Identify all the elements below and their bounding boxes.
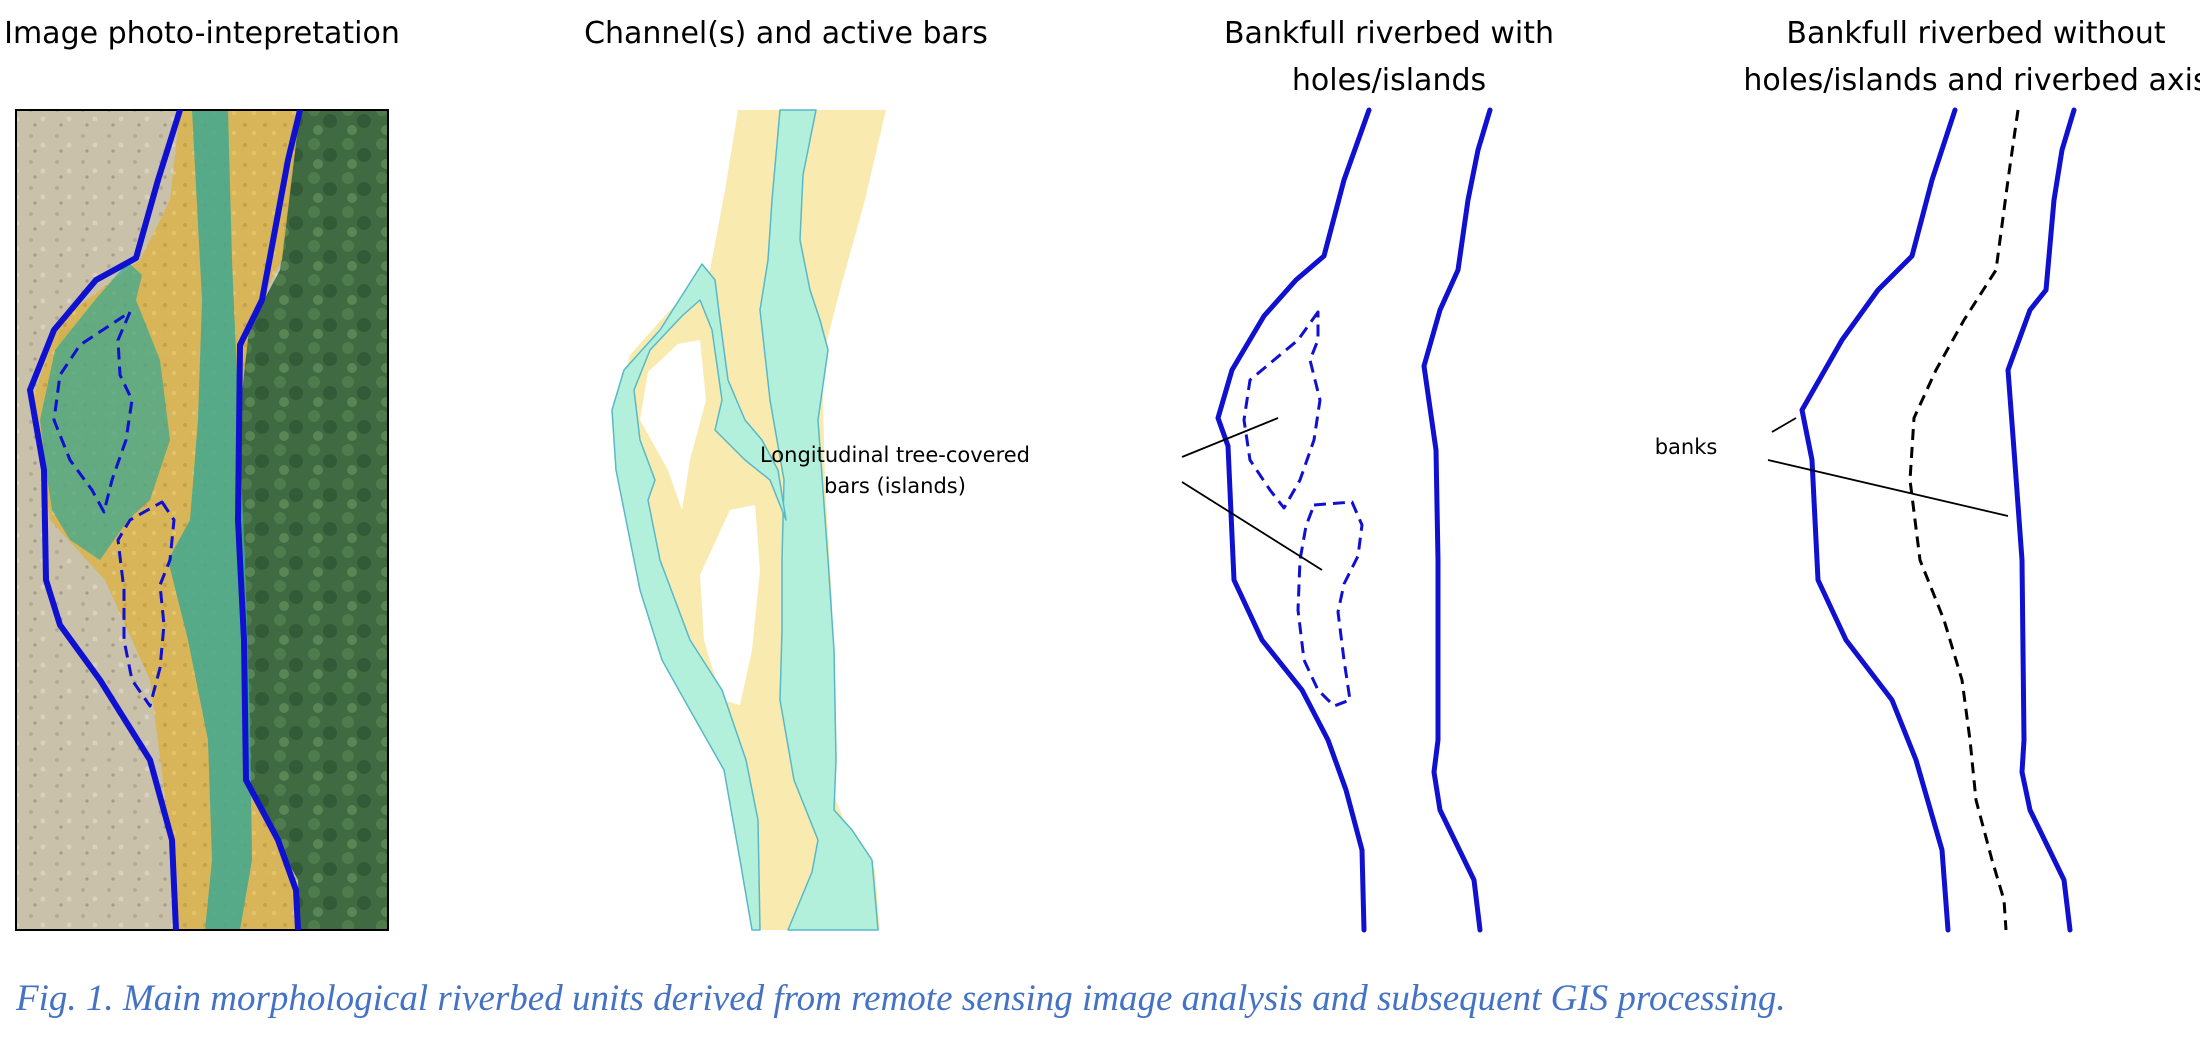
riverbed-diagram xyxy=(15,107,2077,933)
islands-annotation-label: Longitudinal tree-covered bars (islands) xyxy=(759,443,1031,498)
photo-left-bank xyxy=(27,110,183,930)
photo-panel xyxy=(16,110,388,930)
bar-opening-upper xyxy=(640,340,706,510)
side-channel xyxy=(611,263,787,931)
photo-frame xyxy=(15,109,389,931)
photo-channel xyxy=(168,110,252,930)
islands-leader-lines xyxy=(1181,417,1323,571)
bankfull-island-upper xyxy=(1242,310,1322,510)
panel-title-bankfull-with-islands: Bankfull riverbed with holes/islands xyxy=(1223,16,1555,98)
riverbed-axis-line xyxy=(1908,109,2020,931)
photo-bank-lines xyxy=(27,110,303,930)
main-channel xyxy=(759,109,879,931)
bankfull-island-lower xyxy=(1296,500,1364,708)
banks-leader-lines xyxy=(1767,417,2009,517)
bankfull-right-bank xyxy=(1421,107,1493,933)
bankfull-with-islands-panel xyxy=(1181,107,1493,933)
channels-panel xyxy=(611,109,886,931)
panel-title-bankfull-without-islands: Bankfull riverbed without holes/islands … xyxy=(1743,16,2200,98)
banks-leader-line-right xyxy=(1767,459,2009,517)
islands-leader-line-upper xyxy=(1181,417,1279,458)
axis-panel-left-bank xyxy=(1799,107,1958,933)
photo-island-outlines xyxy=(52,310,176,708)
forest-area xyxy=(238,110,388,930)
panel-title-channels-and-bars: Channel(s) and active bars xyxy=(584,16,988,51)
bar-opening-lower xyxy=(700,505,760,705)
photo-island-lower xyxy=(116,500,176,708)
photo-side-channel xyxy=(40,262,170,560)
axis-panel-right-bank xyxy=(2005,107,2077,933)
banks-annotation-label: banks xyxy=(1654,435,1718,459)
banks-leader-line-left xyxy=(1771,417,1797,433)
islands-leader-line-lower xyxy=(1181,481,1323,571)
panel-title-photo-interpretation: Image photo-intepretation xyxy=(4,16,400,51)
bankfull-without-islands-panel xyxy=(1767,107,2077,933)
photo-island-upper xyxy=(52,310,134,514)
photo-right-bank xyxy=(235,110,303,930)
figure-caption: Fig. 1. Main morphological riverbed unit… xyxy=(16,978,1786,1019)
bankfull-left-bank xyxy=(1215,107,1372,933)
